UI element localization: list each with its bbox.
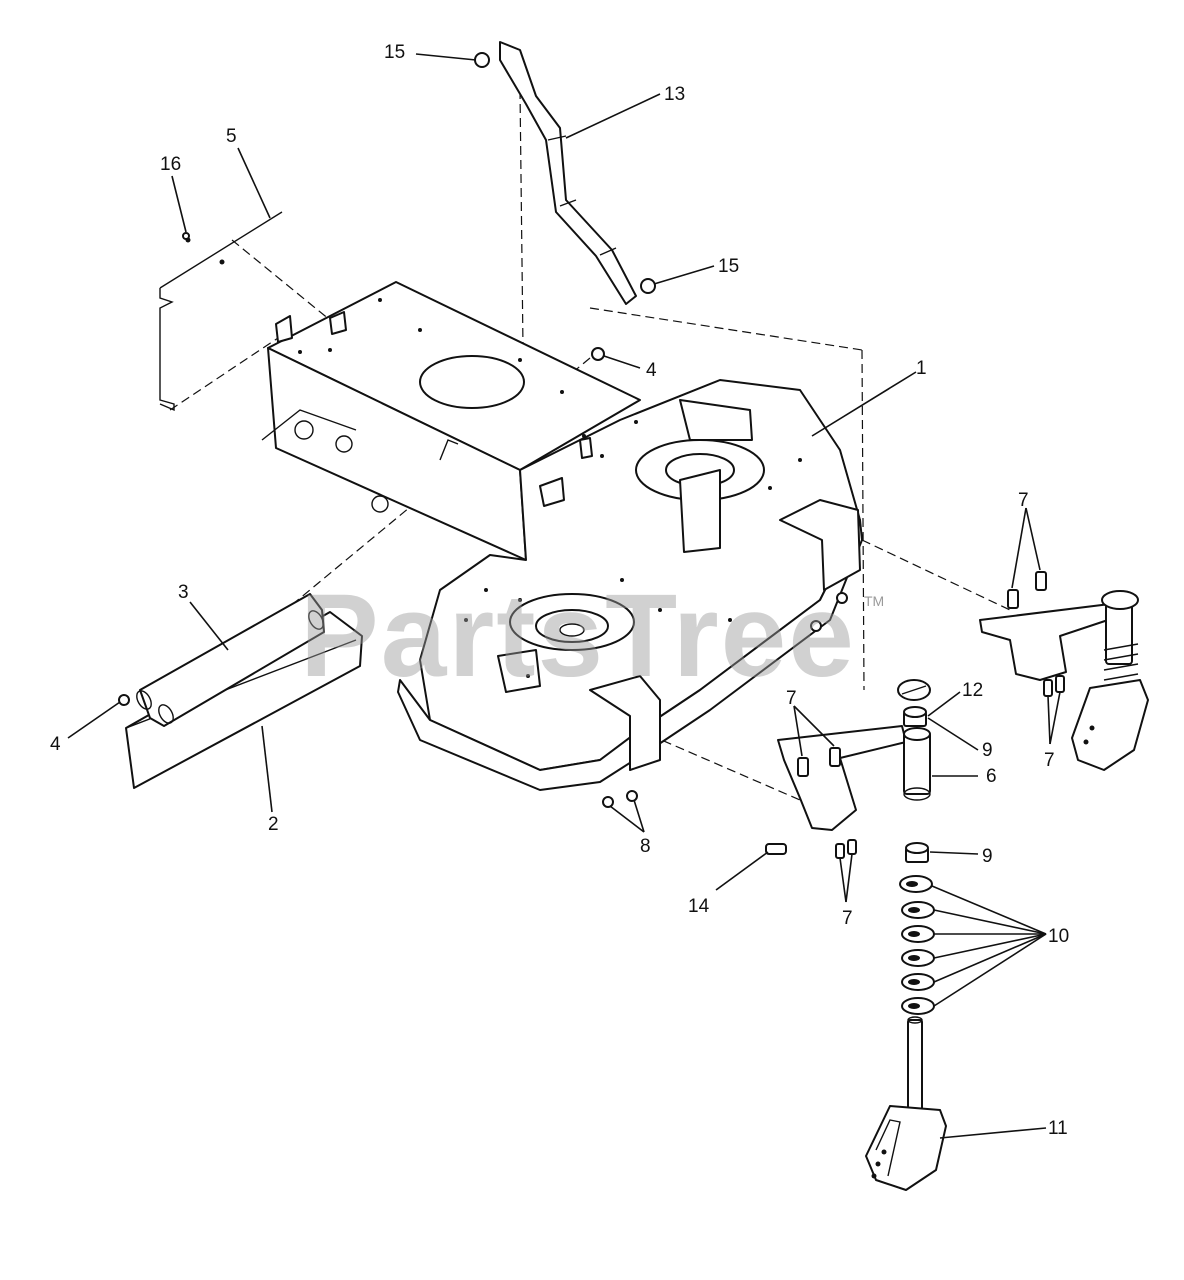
callout-3: 3 bbox=[178, 582, 189, 603]
part-1-mower-deck bbox=[261, 281, 863, 791]
part-13-lift-arm bbox=[499, 41, 637, 305]
leader-lines bbox=[67, 53, 1061, 1139]
watermark-trademark: TM bbox=[864, 593, 884, 609]
part-9-bushings bbox=[903, 706, 929, 863]
callout-2: 2 bbox=[268, 814, 279, 835]
callout-11: 11 bbox=[1048, 1118, 1068, 1139]
callout-10: 10 bbox=[1048, 926, 1069, 947]
callout-16: 16 bbox=[160, 154, 181, 175]
callout-5: 5 bbox=[226, 126, 237, 147]
callout-7-center-bottom: 7 bbox=[842, 908, 853, 929]
callout-12: 12 bbox=[962, 680, 983, 701]
callout-14: 14 bbox=[688, 896, 710, 917]
part-10-spacers bbox=[899, 875, 935, 1015]
part-3-roller-tube bbox=[136, 593, 325, 727]
watermark: PartsTree TM bbox=[300, 570, 884, 702]
callout-15-mid: 15 bbox=[718, 256, 739, 277]
callout-7-right-bottom: 7 bbox=[1044, 750, 1055, 771]
callout-9-top: 9 bbox=[982, 740, 993, 761]
callout-13: 13 bbox=[664, 84, 685, 105]
callout-9-bottom: 9 bbox=[982, 846, 993, 867]
part-11-caster-wheel bbox=[865, 1016, 947, 1191]
callout-6: 6 bbox=[986, 766, 997, 787]
callout-7-right-top: 7 bbox=[1018, 490, 1029, 511]
callout-4-top: 4 bbox=[646, 360, 657, 381]
callout-1: 1 bbox=[916, 358, 927, 379]
callout-8: 8 bbox=[640, 836, 651, 857]
right-caster-assembly bbox=[979, 590, 1149, 771]
part-5-hanger-bracket bbox=[159, 211, 283, 412]
callout-7-center-top: 7 bbox=[786, 688, 797, 709]
callout-15-top: 15 bbox=[384, 42, 405, 63]
part-6-gauge-arm bbox=[777, 725, 931, 831]
watermark-text: PartsTree bbox=[300, 570, 856, 702]
callout-4-left: 4 bbox=[50, 734, 61, 755]
part-12-cap bbox=[897, 679, 931, 701]
fasteners bbox=[118, 52, 1065, 859]
callout-labels: 15 13 15 4 1 5 16 3 4 2 7 7 7 7 8 14 12 … bbox=[50, 42, 1069, 1139]
